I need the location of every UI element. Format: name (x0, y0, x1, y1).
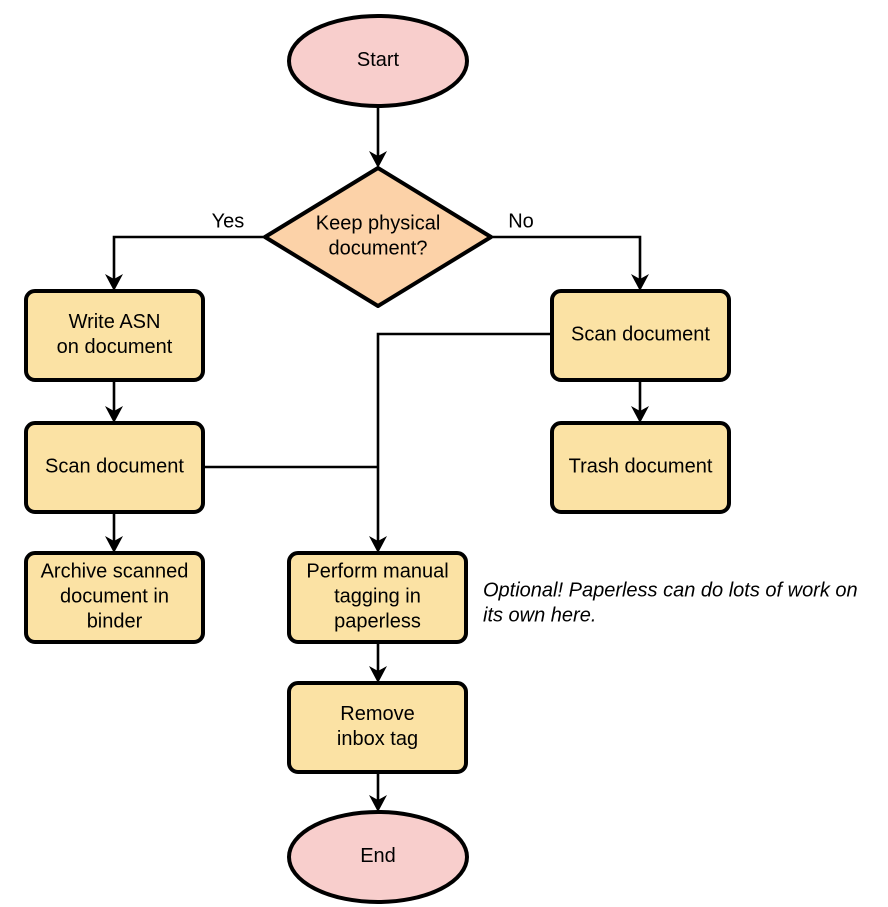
edge-decision-no-to-scan-right (491, 235, 649, 291)
edge-scan-right-to-manual-tagging (369, 332, 552, 553)
edge-decision-yes-to-write-asn (105, 235, 265, 291)
edges-layer (105, 106, 649, 812)
edge-label-decision-no-to-scan-right: No (508, 210, 534, 232)
edge-manual-tagging-to-remove-inbox (369, 642, 387, 683)
annotation-optional-note: Optional! Paperless can do lots of work … (483, 580, 858, 627)
node-label-trash-document: Trash document (569, 456, 713, 478)
edge-labels-layer: Yes No (212, 210, 534, 232)
edge-write-asn-to-scan-left (105, 380, 123, 423)
node-scan-document-left[interactable]: Scan document (24, 421, 205, 514)
edge-label-decision-yes-to-write-asn: Yes (212, 210, 245, 232)
node-label-start: Start (357, 49, 400, 71)
edge-scan-right-to-trash (631, 380, 649, 423)
annotations-layer: Optional! Paperless can do lots of work … (483, 580, 858, 627)
edge-remove-inbox-to-end (369, 772, 387, 812)
node-start[interactable]: Start (287, 14, 469, 108)
edge-scan-left-to-archive (105, 512, 123, 553)
node-end[interactable]: End (287, 810, 469, 904)
edge-start-to-decision (369, 106, 387, 168)
node-label-end: End (360, 845, 396, 867)
node-label-scan-document-right: Scan document (571, 324, 710, 346)
node-label-scan-document-left: Scan document (45, 456, 184, 478)
node-scan-document-right[interactable]: Scan document (550, 289, 731, 382)
node-trash-document[interactable]: Trash document (550, 421, 731, 514)
